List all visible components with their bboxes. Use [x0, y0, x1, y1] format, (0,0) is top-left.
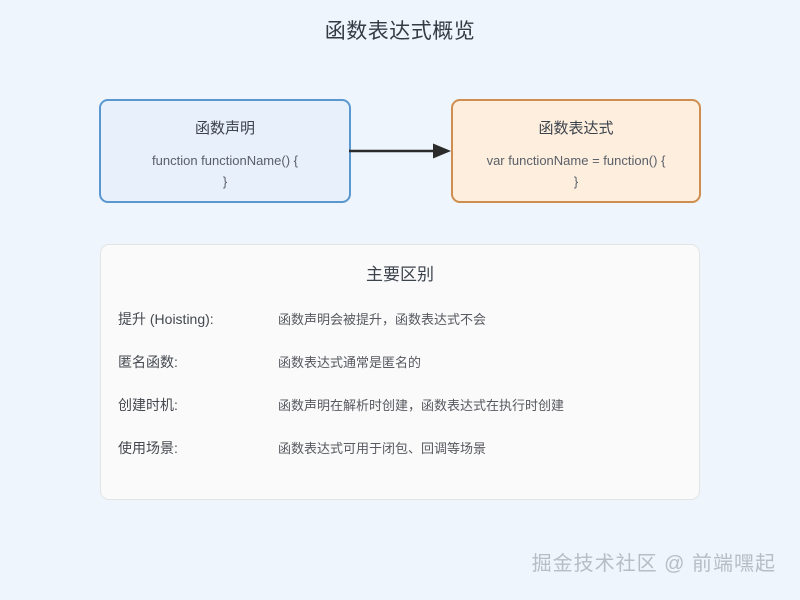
flow-box-expression-title: 函数表达式 — [538, 120, 614, 137]
difference-row: 匿名函数: 函数表达式通常是匿名的 — [101, 352, 699, 373]
flow-box-function-expression: 函数表达式 var functionName = function() { } — [451, 99, 701, 203]
flow-box-declaration-code-line2: } — [222, 174, 228, 189]
difference-label: 使用场景: — [118, 440, 178, 456]
flow-box-expression-code-line1: var functionName = function() { — [486, 153, 666, 168]
difference-row: 创建时机: 函数声明在解析时创建，函数表达式在执行时创建 — [101, 395, 699, 416]
differences-title: 主要区别 — [366, 265, 434, 284]
flow-box-expression-code: var functionName = function() { } — [453, 150, 699, 192]
difference-value: 函数声明在解析时创建，函数表达式在执行时创建 — [278, 398, 565, 413]
differences-panel: 主要区别 提升 (Hoisting): 函数声明会被提升，函数表达式不会 匿名函… — [100, 244, 700, 500]
difference-label: 匿名函数: — [118, 354, 178, 370]
flow-box-declaration-code: function functionName() { } — [101, 150, 349, 192]
difference-label: 提升 (Hoisting): — [118, 311, 214, 327]
difference-label: 创建时机: — [118, 397, 178, 413]
flow-box-declaration-code-line1: function functionName() { — [152, 153, 298, 168]
difference-row: 使用场景: 函数表达式可用于闭包、回调等场景 — [101, 438, 699, 459]
difference-value: 函数表达式通常是匿名的 — [278, 355, 422, 370]
difference-row: 提升 (Hoisting): 函数声明会被提升，函数表达式不会 — [101, 309, 699, 330]
flow-box-expression-code-line2: } — [573, 174, 579, 189]
flow-box-declaration-title: 函数声明 — [194, 120, 255, 137]
page-title: 函数表达式概览 — [324, 20, 476, 43]
arrow-right-icon — [349, 143, 451, 159]
difference-value: 函数表达式可用于闭包、回调等场景 — [278, 441, 487, 456]
watermark: 掘金技术社区 @ 前端嘿起 — [531, 553, 776, 575]
flow-box-function-declaration: 函数声明 function functionName() { } — [99, 99, 351, 203]
difference-value: 函数声明会被提升，函数表达式不会 — [278, 312, 487, 327]
